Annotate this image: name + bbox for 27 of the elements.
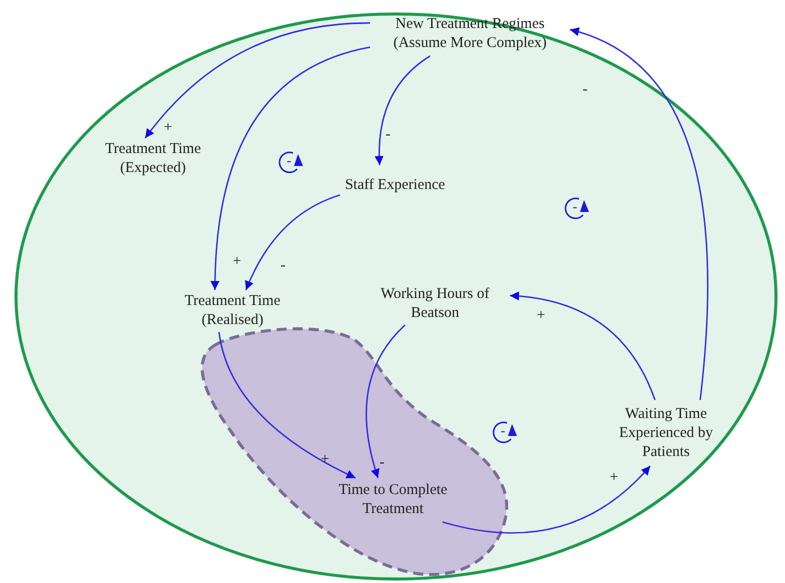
polarity-sign: - [386, 128, 390, 142]
variable-label: Waiting Time Experienced by Patients [605, 400, 727, 466]
arrow [210, 46, 370, 290]
polarity-sign: + [536, 308, 546, 324]
polarity-sign: - [380, 456, 384, 470]
arrow [144, 22, 370, 138]
variable-label: New Treatment Regimes (Assume More Complex) [370, 12, 570, 56]
polarity-sign: - [280, 258, 286, 274]
arrow [245, 194, 340, 290]
polarity-sign: + [232, 254, 242, 270]
arrow [366, 324, 406, 478]
variable-label: Staff Experience [340, 165, 450, 205]
arrow [374, 55, 430, 166]
variable-label: Time to Complete Treatment [318, 478, 468, 522]
loop-polarity-sign: - [500, 424, 506, 440]
polarity-sign: + [320, 452, 330, 468]
variable-label: Working Hours of Beatson [360, 283, 510, 325]
polarity-sign: + [610, 470, 618, 486]
arrow [570, 28, 708, 400]
polarity-sign: - [582, 82, 588, 98]
loop-polarity-sign: - [286, 154, 292, 170]
variable-label: Treatment Time (Realised) [165, 290, 300, 332]
loop-polarity-sign: - [572, 200, 578, 216]
polarity-sign: + [164, 120, 172, 136]
arrow [442, 466, 651, 534]
variable-label: Treatment Time (Expected) [88, 138, 218, 180]
arrow [510, 292, 656, 400]
